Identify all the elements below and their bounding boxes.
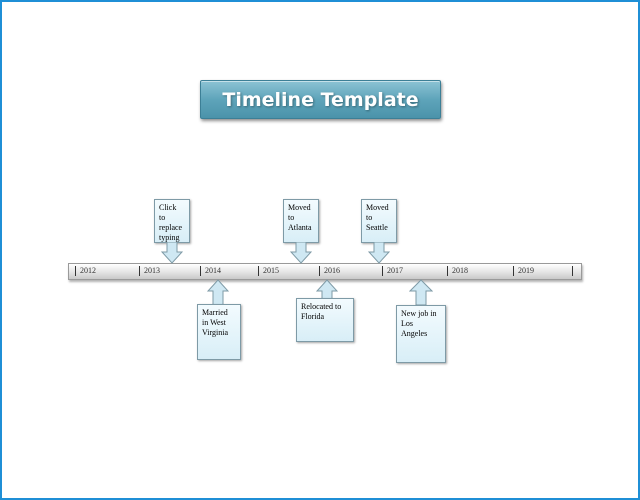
year-label: 2012 — [80, 266, 96, 275]
up-arrow-icon — [207, 279, 229, 305]
event-callout-below[interactable]: Married in West Virginia — [197, 304, 241, 360]
page-title: Timeline Template — [222, 88, 419, 111]
title-banner[interactable]: Timeline Template — [200, 80, 441, 119]
timeline-tick — [447, 266, 448, 276]
down-arrow-icon — [290, 242, 312, 264]
year-label: 2013 — [144, 266, 160, 275]
event-callout-above[interactable]: Moved to Seattle — [361, 199, 397, 243]
timeline-tick — [572, 266, 573, 276]
event-callout-above[interactable]: Moved to Atlanta — [283, 199, 319, 243]
year-label: 2016 — [324, 266, 340, 275]
timeline-tick — [139, 266, 140, 276]
year-label: 2018 — [452, 266, 468, 275]
down-arrow-icon — [368, 242, 390, 264]
year-label: 2014 — [205, 266, 221, 275]
event-callout-below[interactable]: New job in Los Angeles — [396, 305, 446, 363]
year-label: 2015 — [263, 266, 279, 275]
timeline-tick — [319, 266, 320, 276]
down-arrow-icon — [161, 242, 183, 264]
timeline-bar[interactable]: 2012 2013 2014 2015 2016 2017 2018 2019 — [68, 263, 582, 280]
timeline-tick — [258, 266, 259, 276]
timeline-tick — [513, 266, 514, 276]
event-callout-above[interactable]: Click to replace typing — [154, 199, 190, 243]
timeline-tick — [200, 266, 201, 276]
event-callout-below[interactable]: Relocated to Florida — [296, 298, 354, 342]
up-arrow-icon — [316, 279, 338, 299]
up-arrow-icon — [409, 279, 433, 305]
timeline-tick — [382, 266, 383, 276]
timeline-tick — [75, 266, 76, 276]
year-label: 2017 — [387, 266, 403, 275]
year-label: 2019 — [518, 266, 534, 275]
